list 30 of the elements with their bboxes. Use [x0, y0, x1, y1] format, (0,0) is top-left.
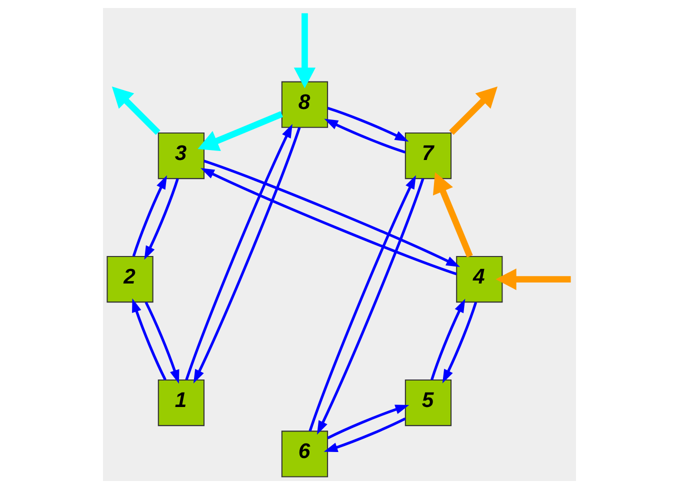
- arrow: [308, 175, 416, 432]
- arrow: [112, 86, 160, 135]
- arrow: [204, 160, 460, 268]
- node-box: 4: [456, 256, 503, 303]
- arrow: [144, 302, 180, 384]
- arrow: [132, 298, 166, 380]
- arrow: [198, 111, 283, 152]
- node-box: 7: [404, 132, 452, 180]
- arrow: [324, 118, 406, 154]
- arrow: [496, 268, 571, 290]
- arrow: [442, 302, 478, 384]
- arrow: [193, 127, 301, 384]
- arrow: [144, 178, 179, 260]
- arrow: [327, 404, 410, 440]
- node-box: 2: [106, 256, 154, 303]
- node-box: 5: [404, 379, 452, 426]
- arrow: [327, 106, 409, 142]
- node-box: 3: [158, 132, 205, 180]
- arrow: [132, 175, 167, 257]
- node-box: 1: [158, 379, 205, 426]
- arrow: [430, 298, 466, 380]
- arrow: [185, 124, 292, 380]
- arrow: [294, 13, 316, 88]
- node-box: 6: [281, 430, 328, 478]
- arrow: [432, 172, 473, 258]
- arrow: [324, 418, 406, 452]
- arrow: [449, 86, 498, 135]
- node-box: 8: [281, 81, 328, 128]
- arrow: [200, 168, 457, 276]
- arrow: [316, 178, 424, 435]
